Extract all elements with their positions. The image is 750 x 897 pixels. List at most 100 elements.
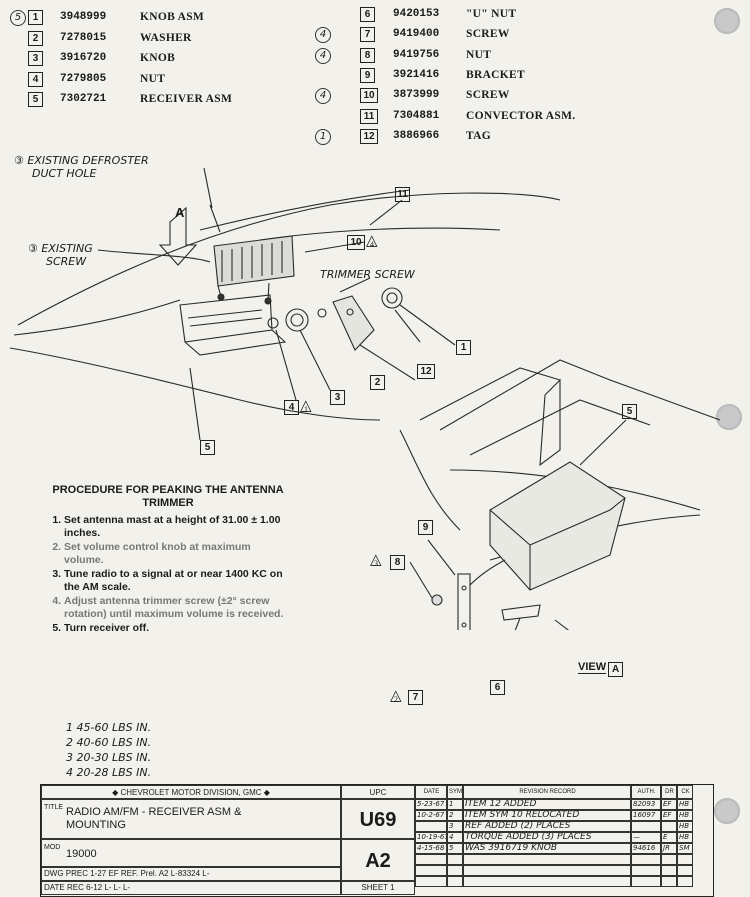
- sheet-number: SHEET 1: [341, 881, 415, 895]
- reference-symbol: [10, 92, 24, 106]
- revision-cell: [415, 865, 447, 876]
- item-number: 4: [28, 71, 43, 87]
- revision-cell: 16097: [631, 810, 661, 821]
- revision-cell: TORQUE ADDED (3) PLACES: [463, 832, 631, 843]
- revision-cell: [631, 854, 661, 865]
- part-name: "U" NUT: [466, 8, 517, 20]
- procedure-title: PROCEDURE FOR PEAKING THE ANTENNA TRIMME…: [52, 484, 284, 509]
- tag-5-right: 5: [622, 404, 637, 419]
- part-number: 3948999: [60, 11, 107, 23]
- tag-10: 10: [347, 235, 365, 250]
- reference-symbol: [10, 72, 24, 86]
- item-number: 7: [360, 27, 375, 43]
- revision-cell: 10-2-67: [415, 810, 447, 821]
- item-number: 8: [360, 47, 375, 63]
- revision-cell: [661, 865, 677, 876]
- torque-note: 3 20-30 LBS IN.: [66, 751, 152, 764]
- parts-list-row: 4 7279805 NUT: [10, 71, 350, 90]
- revision-header: DATE: [415, 785, 447, 799]
- revision-header: SYM: [447, 785, 463, 799]
- revision-cell: 5: [447, 843, 463, 854]
- revision-cell: [415, 821, 447, 832]
- part-name: KNOB: [140, 52, 176, 64]
- revision-cell: HB: [677, 799, 693, 810]
- revision-cell: [415, 876, 447, 887]
- item-number: 11: [360, 108, 378, 124]
- part-number: 7302721: [60, 93, 107, 105]
- revision-cell: [661, 821, 677, 832]
- reference-symbol: [315, 109, 329, 123]
- tag-4: 4: [284, 400, 299, 415]
- part-number: 7304881: [393, 109, 440, 122]
- binder-hole-top: [714, 8, 740, 34]
- item-number: 10: [360, 88, 378, 104]
- revision-cell: [463, 876, 631, 887]
- part-name: NUT: [140, 72, 166, 85]
- revision-cell: —: [631, 832, 661, 843]
- tag-9: 9: [418, 520, 433, 535]
- procedure-step: Set volume control knob at maximum volum…: [64, 541, 288, 567]
- revision-cell: 94616: [631, 843, 661, 854]
- part-number: 7279805: [60, 72, 107, 85]
- sheet-code: A2: [341, 839, 415, 881]
- assembly-drawing: [9, 167, 721, 630]
- tag-6: 6: [490, 680, 505, 695]
- revision-cell: [447, 854, 463, 865]
- revision-header: REVISION RECORD: [463, 785, 631, 799]
- procedure-step: Set antenna mast at a height of 31.00 ± …: [64, 514, 288, 540]
- revision-cell: [677, 865, 693, 876]
- revision-cell: WAS 3916719 KNOB: [463, 843, 631, 854]
- reference-symbol: [10, 51, 24, 65]
- existing-screw-callout: ③ EXISTING SCREW: [28, 242, 93, 268]
- part-number: 3886966: [393, 129, 440, 142]
- part-name: SCREW: [466, 28, 510, 41]
- revision-cell: [631, 821, 661, 832]
- revision-cell: 3: [447, 821, 463, 832]
- procedure-step: Turn receiver off.: [64, 622, 288, 635]
- revision-cell: HB: [677, 810, 693, 821]
- procedure-step: Adjust antenna trimmer screw (±2° screw …: [64, 595, 288, 621]
- item-number: 12: [360, 128, 378, 144]
- part-name: RECEIVER ASM: [140, 93, 233, 105]
- reference-symbol: [315, 7, 329, 21]
- part-name: BRACKET: [466, 68, 525, 81]
- item-number: 6: [360, 7, 375, 22]
- revision-cell: HB: [677, 821, 693, 832]
- revision-header: AUTH.: [631, 785, 661, 799]
- revision-cell: [677, 854, 693, 865]
- tag-8: 8: [390, 555, 405, 570]
- tag-3: 3: [330, 390, 345, 405]
- division-label: ◆ CHEVROLET MOTOR DIVISION, GMC ◆: [41, 785, 341, 799]
- revision-header: CK: [677, 785, 693, 799]
- tag-8-triangle: △3: [370, 552, 382, 569]
- torque-note: 4 20-28 LBS IN.: [66, 766, 152, 779]
- revision-cell: HB: [677, 832, 693, 843]
- tag-4-triangle: △1: [300, 398, 312, 415]
- item-number: 9: [360, 67, 375, 83]
- binder-hole-middle: [716, 404, 742, 430]
- part-number: 9419400: [393, 28, 440, 41]
- title-cell: TITLE RADIO AM/FM - RECEIVER ASM & MOUNT…: [41, 799, 341, 839]
- revision-cell: 4: [447, 832, 463, 843]
- part-name: NUT: [466, 48, 492, 61]
- part-number: 9420153: [393, 8, 440, 20]
- tag-12: 12: [417, 364, 435, 379]
- reference-symbol: 5: [10, 10, 26, 26]
- revision-cell: 10-19-67: [415, 832, 447, 843]
- reference-symbol: [315, 68, 329, 82]
- reference-symbol: 4: [315, 47, 331, 64]
- tag-2: 2: [370, 375, 385, 390]
- revision-cell: EF: [661, 799, 677, 810]
- part-number: 3873999: [393, 89, 440, 102]
- torque-note: 1 45-60 LBS IN.: [66, 721, 152, 734]
